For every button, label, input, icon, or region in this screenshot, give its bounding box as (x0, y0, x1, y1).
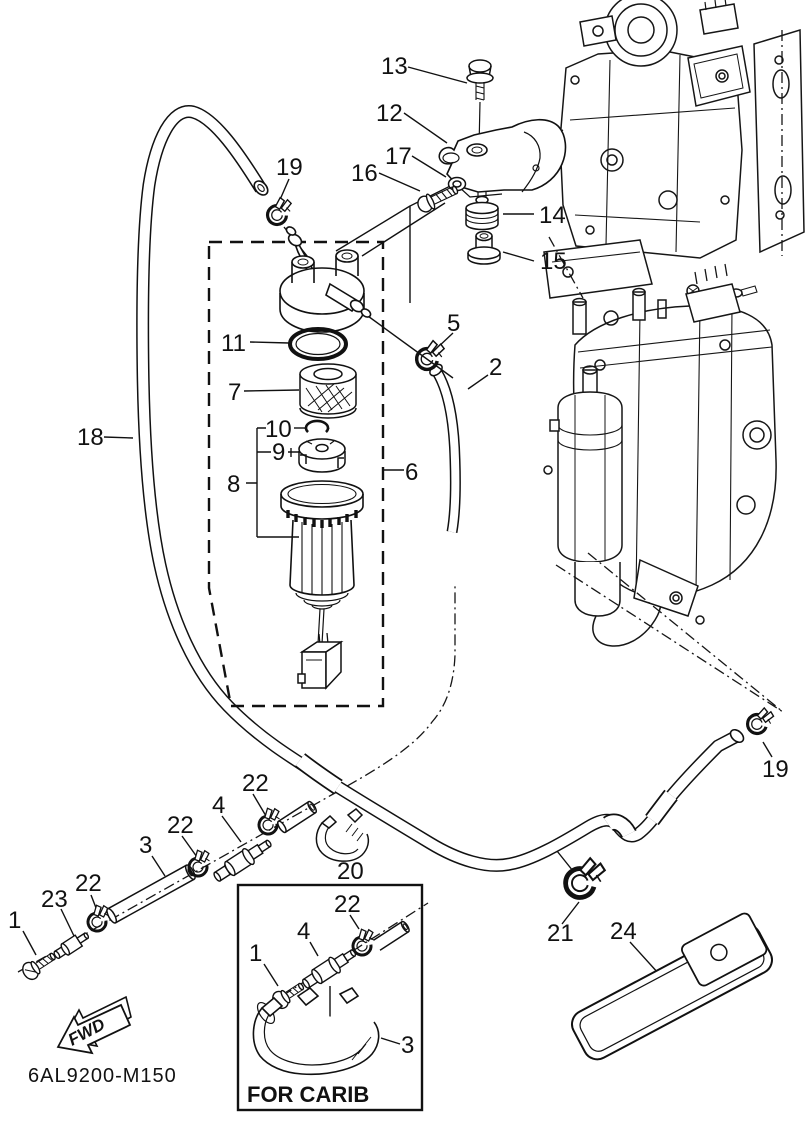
callout-1-a: 1 (8, 907, 21, 934)
leader-15 (502, 251, 535, 262)
joint-23 (53, 932, 90, 960)
leader-22a (252, 793, 267, 817)
pointer-line (335, 205, 411, 252)
callout-12: 12 (376, 100, 403, 127)
part-code-label: 6AL9200-M150 (28, 1065, 177, 1087)
callout-3-a: 3 (139, 832, 152, 859)
bolt-13 (466, 59, 494, 149)
filter-element-7 (299, 363, 357, 419)
callout-3-b: 3 (401, 1032, 414, 1059)
engine-lower-assembly (543, 263, 777, 647)
float-9 (298, 438, 346, 473)
filter-cup-8 (280, 480, 364, 645)
callout-15: 15 (540, 248, 567, 275)
fuel-hose-18 (136, 105, 745, 872)
callout-19-bottom: 19 (762, 756, 789, 783)
drain-bolt-1 (22, 952, 56, 981)
callout-11: 11 (221, 330, 246, 357)
leader-4b (309, 941, 319, 957)
leader-12 (403, 112, 448, 144)
engine-upper-assembly (543, 0, 805, 299)
fuel-filter-head (279, 226, 372, 333)
callout-8: 8 (227, 471, 240, 498)
leader-22d (349, 914, 360, 930)
leader-7 (243, 389, 300, 392)
callout-1-b: 1 (249, 940, 262, 967)
callout-17: 17 (385, 143, 412, 170)
engine-link-centerline (548, 236, 584, 299)
leader-21 (556, 850, 580, 925)
bracket-8 (246, 427, 299, 538)
strap-24 (571, 912, 773, 1061)
carib-joint-4 (302, 949, 357, 989)
callout-21: 21 (547, 920, 574, 947)
callout-4-a: 4 (212, 792, 225, 819)
callout-22-b: 22 (167, 812, 194, 839)
carib-label: FOR CARIB (247, 1082, 369, 1107)
callout-2: 2 (489, 354, 502, 381)
callout-7: 7 (228, 379, 241, 406)
leader-1b (263, 963, 279, 987)
pointer-line (361, 202, 446, 257)
callout-16: 16 (351, 160, 378, 187)
callout-22-a: 22 (242, 770, 269, 797)
callout-18: 18 (77, 424, 104, 451)
callout-23: 23 (41, 886, 68, 913)
o-ring-11 (288, 327, 348, 361)
callout-5: 5 (447, 310, 460, 337)
leader-18 (103, 436, 134, 439)
callout-6: 6 (405, 459, 418, 486)
leader-19-bottom (762, 741, 773, 758)
grommet-14 (465, 192, 499, 231)
callout-14: 14 (539, 202, 566, 229)
leader-22b (181, 835, 198, 858)
leader-13 (407, 66, 468, 84)
callout-22-d: 22 (334, 891, 361, 918)
leader-24 (629, 941, 660, 975)
leader-9 (288, 448, 299, 457)
callout-9: 9 (272, 439, 285, 466)
leader-2 (467, 374, 489, 390)
callout-10: 10 (265, 416, 292, 443)
leader-1a (22, 930, 37, 956)
spacer-15 (467, 230, 501, 265)
leader-11 (249, 341, 290, 344)
leader-4a (221, 815, 242, 843)
bolt-16 (417, 185, 459, 213)
clip-10 (304, 419, 330, 433)
leader-3b (380, 1037, 401, 1045)
damper-20 (315, 808, 370, 862)
pump-connector (297, 632, 344, 690)
bracket-12 (438, 118, 567, 198)
carib-box: FOR CARIB (236, 883, 424, 1112)
leader-3a (151, 855, 166, 877)
joint-4 (213, 839, 272, 882)
callout-13: 13 (381, 53, 408, 80)
callout-4-b: 4 (297, 918, 310, 945)
hose-pointer-wedge (555, 552, 784, 713)
leader-23 (60, 908, 75, 937)
carib-cradle-3 (252, 986, 380, 1076)
carib-pipe (373, 920, 410, 951)
callout-20: 20 (337, 858, 364, 885)
leader-17 (411, 155, 447, 178)
pipe-stub (276, 800, 318, 834)
callout-19-top: 19 (276, 154, 303, 181)
dashed-box-6 (207, 240, 385, 708)
callout-22-c: 22 (75, 870, 102, 897)
callout-24: 24 (610, 918, 637, 945)
callouts: 13 12 17 16 14 15 19 11 7 10 9 8 6 5 2 1… (8, 53, 789, 1059)
leader-16 (378, 172, 421, 192)
